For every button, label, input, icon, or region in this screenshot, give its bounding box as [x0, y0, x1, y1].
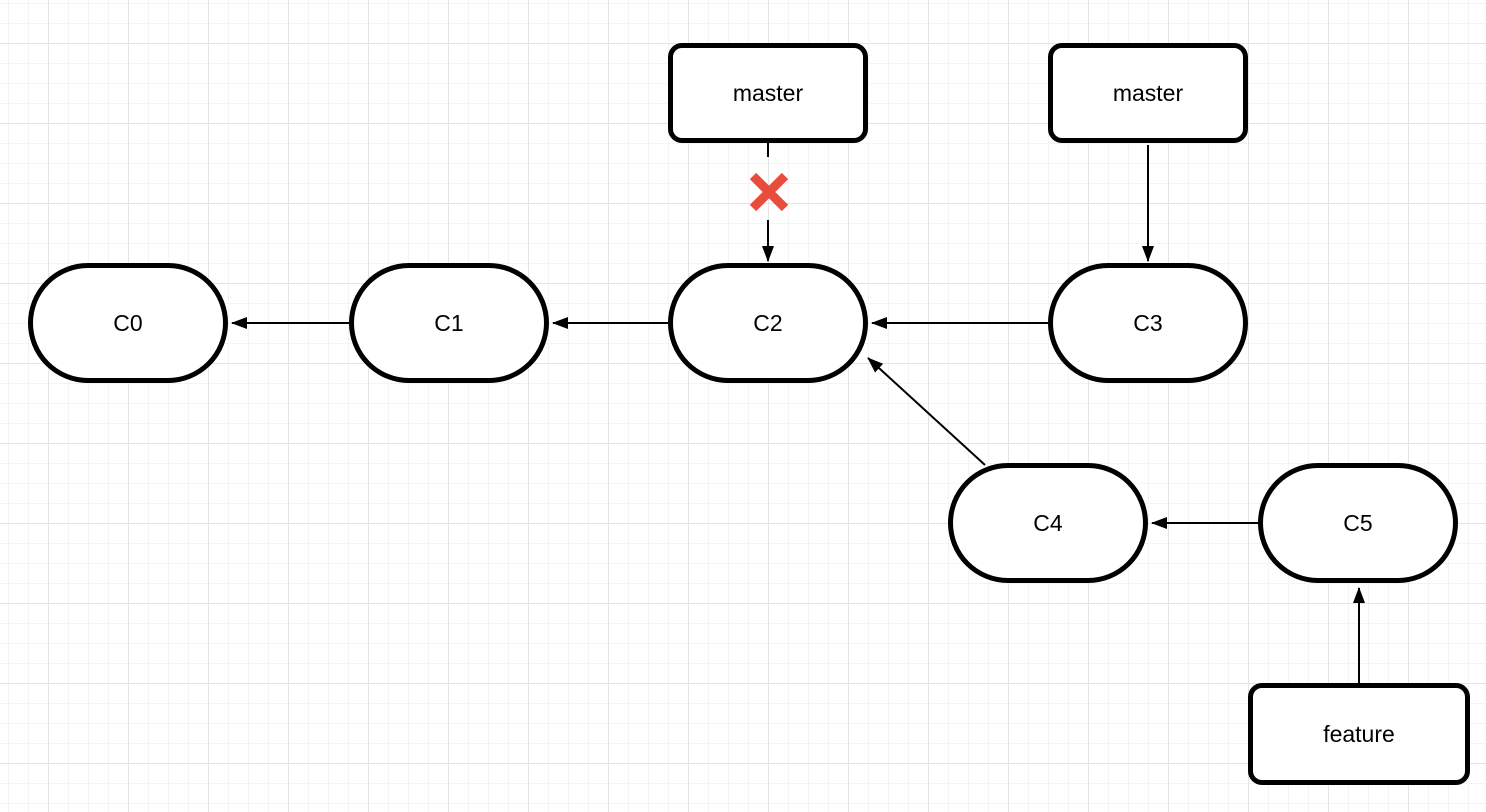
commit-node-c2[interactable]: C2 [668, 263, 868, 383]
commit-node-c0[interactable]: C0 [28, 263, 228, 383]
commit-node-c1[interactable]: C1 [349, 263, 549, 383]
commit-label: C3 [1133, 309, 1163, 336]
branch-label: master [1112, 79, 1184, 106]
commit-label: C2 [753, 309, 783, 336]
commit-node-c4[interactable]: C4 [948, 463, 1148, 583]
branch-node-feature[interactable]: feature [1248, 683, 1470, 785]
commit-node-c5[interactable]: C5 [1258, 463, 1458, 583]
commit-label: C0 [113, 309, 143, 336]
edge-c4-to-c2[interactable] [867, 357, 986, 466]
branch-label: feature [1323, 720, 1395, 747]
commit-label: C1 [434, 309, 464, 336]
branch-node-master-new[interactable]: master [1048, 43, 1248, 143]
branch-node-master-old[interactable]: master [668, 43, 868, 143]
deleted-cross-icon[interactable] [749, 172, 789, 212]
commit-label: C5 [1343, 509, 1373, 536]
branch-label: master [732, 79, 804, 106]
commit-label: C4 [1033, 509, 1063, 536]
commit-node-c3[interactable]: C3 [1048, 263, 1248, 383]
